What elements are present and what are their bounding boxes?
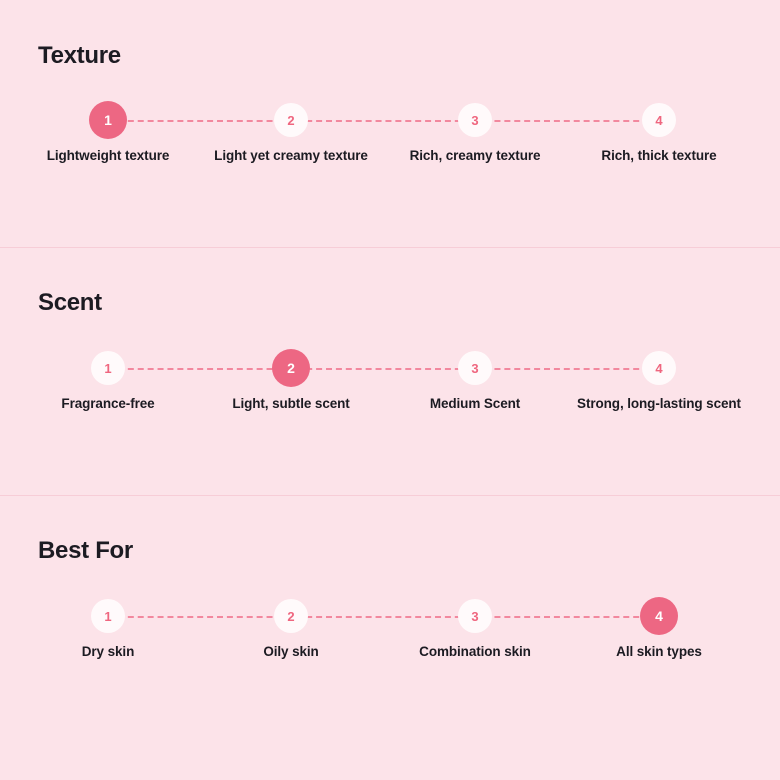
stepper-track bbox=[108, 616, 659, 618]
section-texture: Texture 1 Lightweight texture 2 Light ye… bbox=[0, 0, 780, 247]
step-label: Oily skin bbox=[263, 644, 319, 659]
step-number-badge: 4 bbox=[640, 597, 678, 635]
section-divider-1 bbox=[0, 247, 780, 248]
stepper-texture: 1 Lightweight texture 2 Light yet creamy… bbox=[0, 101, 780, 240]
stepper-track bbox=[108, 368, 659, 370]
step-number-badge: 4 bbox=[642, 351, 676, 385]
step-label: Light yet creamy texture bbox=[214, 148, 368, 163]
step-number-badge: 1 bbox=[89, 101, 127, 139]
step-label: Rich, creamy texture bbox=[409, 148, 541, 163]
section-best-for: Best For 1 Dry skin 2 Oily skin 3 Combin… bbox=[0, 496, 780, 743]
step-label: Lightweight texture bbox=[46, 148, 170, 163]
step-number-badge: 2 bbox=[274, 103, 308, 137]
step-label: Rich, thick texture bbox=[601, 148, 717, 163]
step-number-badge: 1 bbox=[91, 351, 125, 385]
step-label: All skin types bbox=[616, 644, 702, 659]
step-label: Strong, long-lasting scent bbox=[577, 396, 741, 411]
stepper-best-for: 1 Dry skin 2 Oily skin 3 Combination ski… bbox=[0, 597, 780, 736]
step-number-badge: 3 bbox=[458, 351, 492, 385]
section-title-scent: Scent bbox=[38, 289, 102, 316]
step-number-badge: 4 bbox=[642, 103, 676, 137]
section-title-best-for: Best For bbox=[38, 537, 133, 564]
step-label: Dry skin bbox=[81, 644, 135, 659]
stepper-track bbox=[108, 120, 659, 122]
stepper-scent: 1 Fragrance-free 2 Light, subtle scent 3… bbox=[0, 349, 780, 488]
step-number-badge: 2 bbox=[274, 599, 308, 633]
step-label: Fragrance-free bbox=[61, 396, 155, 411]
step-label: Combination skin bbox=[419, 644, 531, 659]
step-label: Medium Scent bbox=[429, 396, 521, 411]
step-number-badge: 3 bbox=[458, 103, 492, 137]
section-scent: Scent 1 Fragrance-free 2 Light, subtle s… bbox=[0, 248, 780, 495]
section-title-texture: Texture bbox=[38, 42, 121, 69]
step-number-badge: 3 bbox=[458, 599, 492, 633]
step-number-badge: 2 bbox=[272, 349, 310, 387]
step-number-badge: 1 bbox=[91, 599, 125, 633]
section-divider-2 bbox=[0, 495, 780, 496]
step-label: Light, subtle scent bbox=[232, 396, 350, 411]
